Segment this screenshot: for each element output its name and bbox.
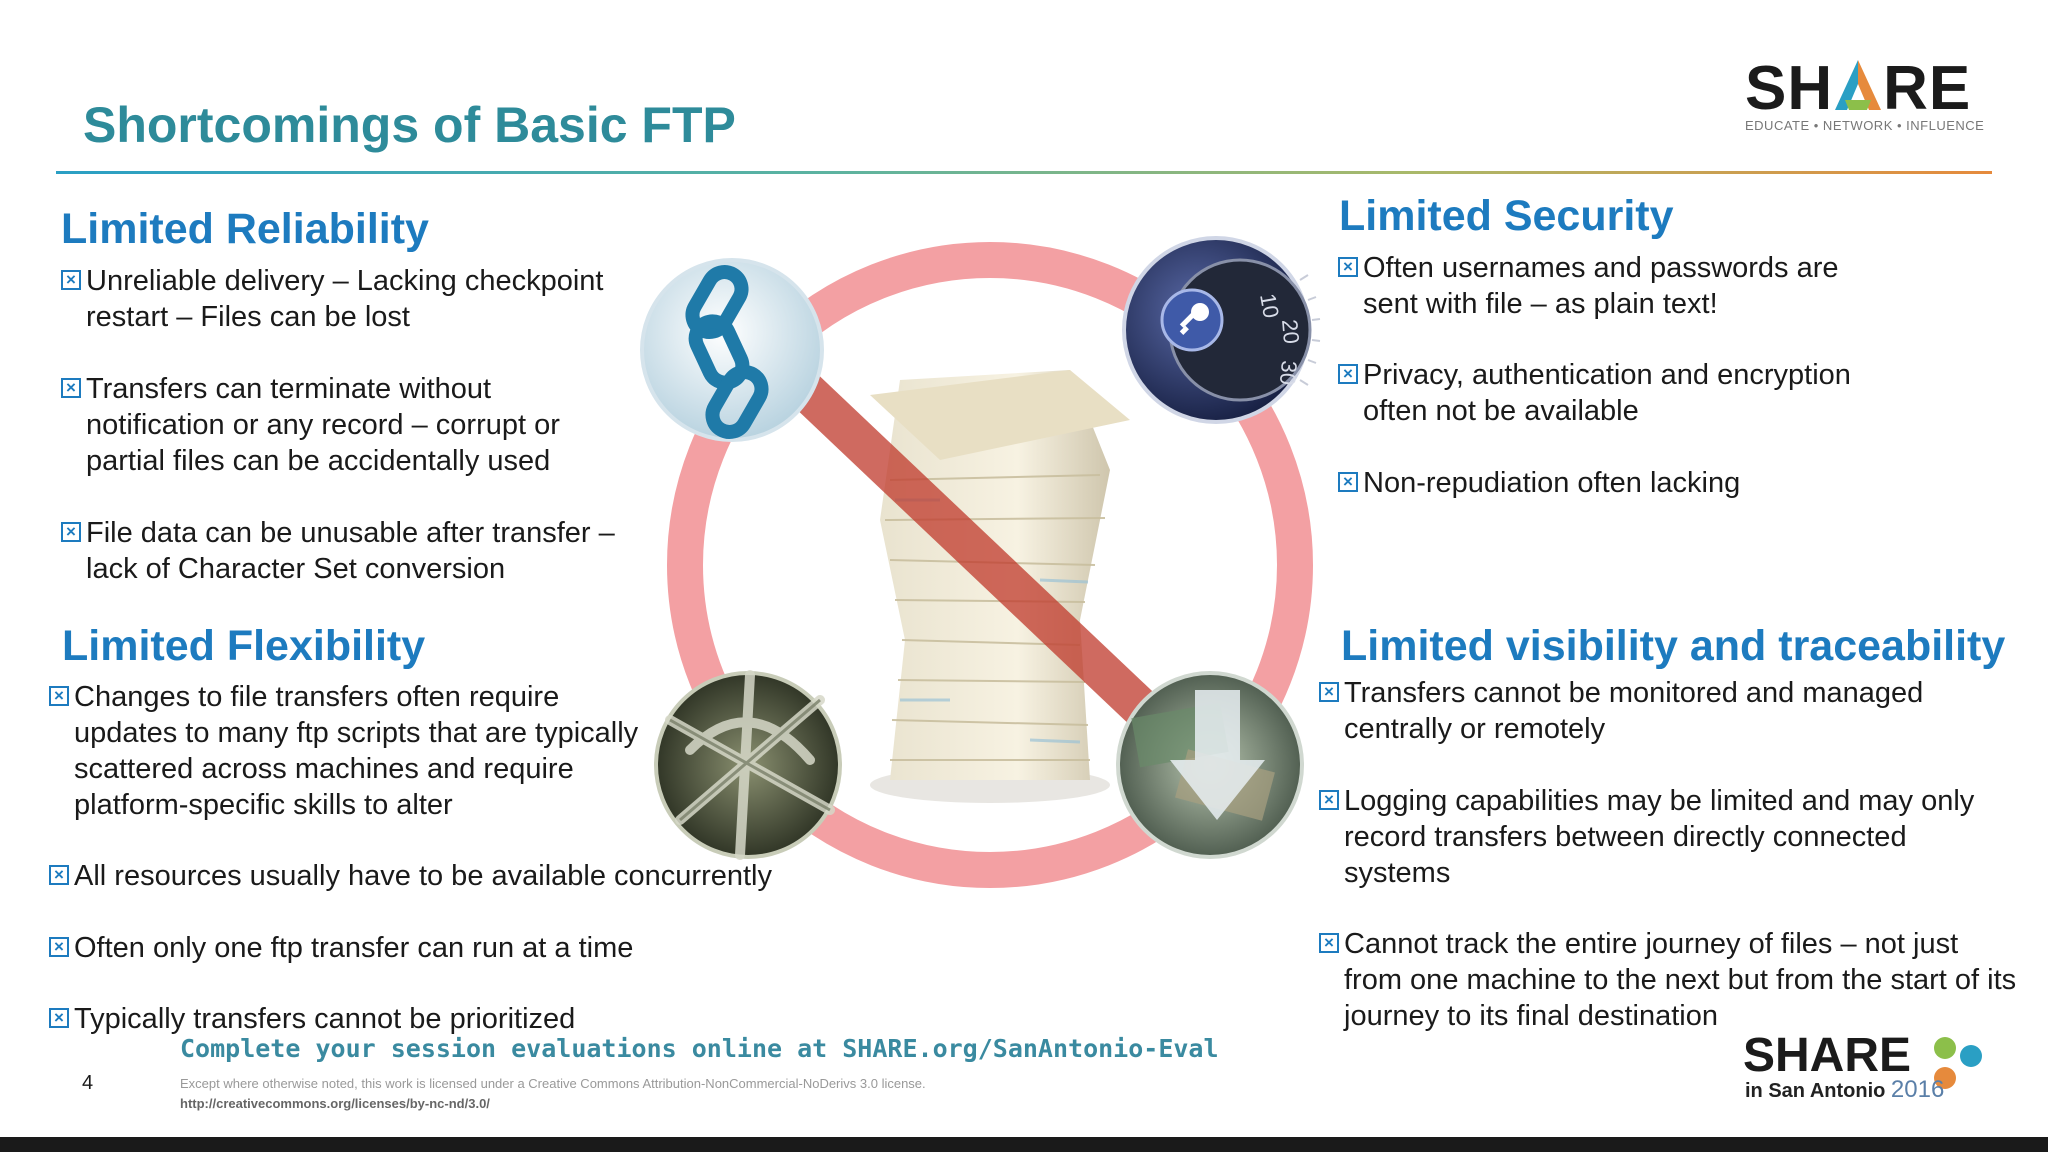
item-text: Often only one ftp transfer can run at a… [74, 932, 634, 964]
list-item: × Non-repudiation often lacking [1338, 465, 1938, 501]
money-download-icon [1116, 671, 1304, 859]
heading-security: Limited Security [1339, 192, 1674, 240]
license-notice: Except where otherwise noted, this work … [180, 1074, 926, 1114]
list-item: × Privacy, authentication and encryption… [1338, 357, 1898, 429]
dial-number-30: 30 [1275, 360, 1302, 387]
item-text: Changes to file transfers often require … [74, 681, 639, 821]
checkbox-x-icon: × [49, 686, 69, 706]
share-bubbles-icon [1934, 1037, 1982, 1089]
share-san-antonio-logo: SHARE in San Antonio 2016 [1743, 1029, 1993, 1104]
slide-title: Shortcomings of Basic FTP [83, 97, 736, 153]
list-item: × Unreliable delivery – Lacking checkpoi… [61, 263, 661, 335]
share-year: 2016 [1890, 1076, 1945, 1103]
list-item: × Cannot track the entire journey of fil… [1319, 926, 2019, 1034]
logo-wordmark: SH RE [1745, 58, 1971, 120]
item-text: Logging capabilities may be limited and … [1344, 785, 1975, 889]
prohibition-sign-icon [667, 242, 1313, 888]
checkbox-x-icon: × [61, 522, 81, 542]
checkbox-x-icon: × [49, 937, 69, 957]
license-url[interactable]: http://creativecommons.org/licenses/by-n… [180, 1096, 490, 1111]
item-text: Typically transfers cannot be prioritize… [74, 1003, 576, 1035]
list-item: × File data can be unusable after transf… [61, 515, 621, 587]
share-location: in San Antonio 2016 [1745, 1076, 1944, 1104]
page-number: 4 [82, 1072, 94, 1094]
share-wordmark: SHARE [1743, 1029, 1912, 1082]
checkbox-x-icon: × [1319, 790, 1339, 810]
list-item: × Logging capabilities may be limited an… [1319, 783, 2019, 891]
logo-tagline: EDUCATE • NETWORK • INFLUENCE [1745, 118, 1985, 133]
chain-icon [640, 258, 824, 442]
checkbox-x-icon: × [49, 1008, 69, 1028]
dial-number-20: 20 [1277, 318, 1304, 345]
central-graphic: 10 20 30 [640, 236, 1321, 888]
license-text: Except where otherwise noted, this work … [180, 1076, 926, 1091]
item-text: Privacy, authentication and encryption o… [1363, 359, 1851, 427]
checkbox-x-icon: × [1338, 257, 1358, 277]
item-text: Transfers can terminate without notifica… [86, 373, 560, 477]
checkbox-x-icon: × [1338, 472, 1358, 492]
checkbox-x-icon: × [1319, 682, 1339, 702]
checkbox-x-icon: × [1338, 364, 1358, 384]
logo-text-right: RE [1883, 54, 1972, 123]
list-item: × All resources usually have to be avail… [49, 858, 849, 894]
checkbox-x-icon: × [49, 865, 69, 885]
list-item: × Typically transfers cannot be prioriti… [49, 1001, 749, 1037]
heading-flexibility: Limited Flexibility [62, 622, 426, 670]
item-text: Often usernames and passwords are sent w… [1363, 252, 1839, 320]
list-item: × Transfers can terminate without notifi… [61, 371, 621, 479]
share-logo: SH RE EDUCATE • NETWORK • INFLUENCE [1745, 58, 1995, 138]
title-divider [56, 171, 1992, 174]
item-text: Unreliable delivery – Lacking checkpoint… [86, 265, 604, 333]
share-location-text: in San Antonio [1745, 1080, 1886, 1102]
highway-icon [654, 670, 842, 860]
checkbox-x-icon: × [1319, 933, 1339, 953]
heading-reliability: Limited Reliability [61, 205, 429, 253]
bottom-bar [0, 1137, 2048, 1152]
list-item: × Changes to file transfers often requir… [49, 679, 669, 823]
item-text: File data can be unusable after transfer… [86, 517, 615, 585]
logo-triangle-icon [1835, 60, 1882, 110]
checkbox-x-icon: × [61, 270, 81, 290]
checkbox-x-icon: × [61, 378, 81, 398]
dial-number-10: 10 [1255, 292, 1284, 320]
item-text: Non-repudiation often lacking [1363, 467, 1741, 499]
session-eval-link[interactable]: Complete your session evaluations online… [180, 1034, 1219, 1063]
safe-dial-icon: 10 20 30 [1122, 236, 1321, 424]
item-text: All resources usually have to be availab… [74, 860, 772, 892]
item-text: Transfers cannot be monitored and manage… [1344, 677, 1924, 745]
list-item: × Transfers cannot be monitored and mana… [1319, 675, 1999, 747]
logo-text-left: SH [1745, 54, 1834, 123]
list-item: × Often only one ftp transfer can run at… [49, 930, 749, 966]
heading-visibility: Limited visibility and traceability [1341, 622, 2006, 670]
list-item: × Often usernames and passwords are sent… [1338, 250, 1878, 322]
item-text: Cannot track the entire journey of files… [1344, 928, 2017, 1032]
